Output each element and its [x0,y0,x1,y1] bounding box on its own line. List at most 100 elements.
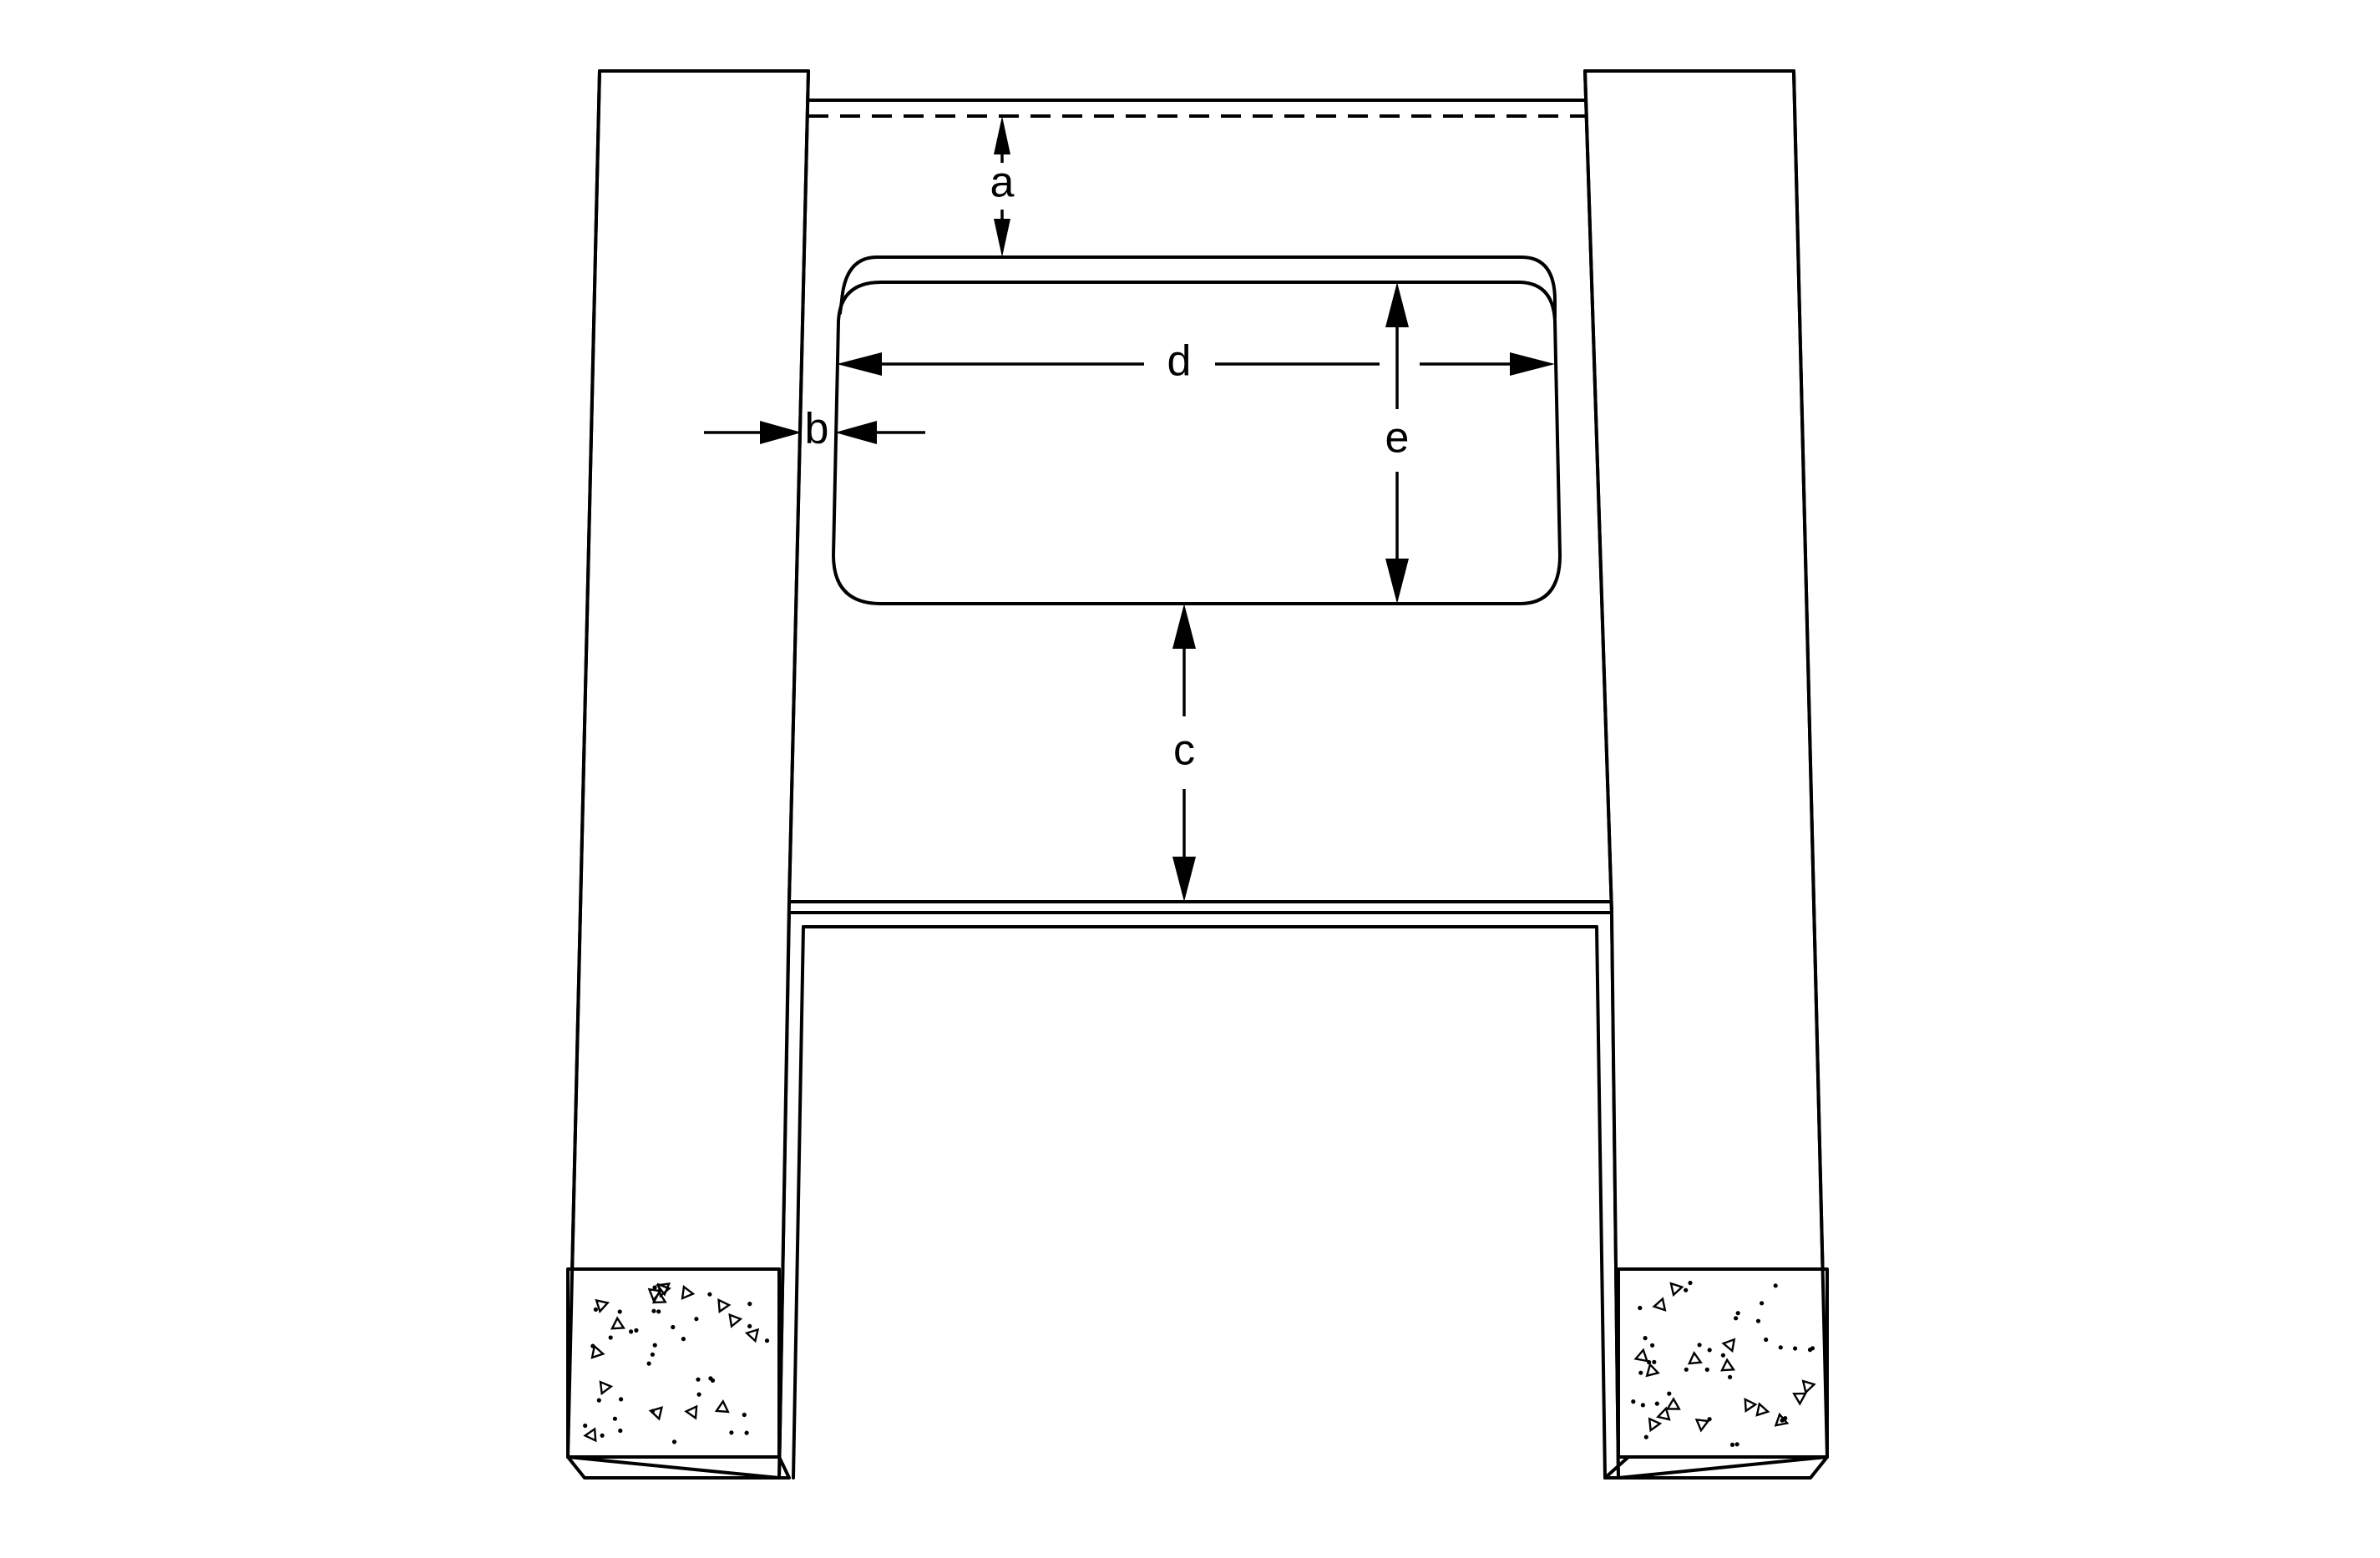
top-bar [807,99,1598,118]
arrowhead [994,219,1010,257]
concrete-aggregate [1669,1282,1684,1297]
concrete-speck [696,1377,701,1382]
concrete-speck [1810,1346,1815,1351]
concrete-speck [1728,1374,1733,1379]
concrete-aggregate [1648,1417,1663,1433]
concrete-speck [608,1335,613,1340]
concrete-aggregate [1801,1379,1816,1394]
arrowhead [1172,604,1196,649]
concrete-speck [696,1392,701,1397]
concrete-aggregate [595,1298,610,1314]
concrete-speck [742,1412,747,1418]
concrete-speck [1650,1343,1655,1348]
concrete-speck [652,1343,657,1348]
arrowhead [760,421,802,444]
concrete-speck [764,1338,770,1343]
concrete-aggregate [1720,1358,1736,1372]
concrete-aggregate [590,1344,605,1359]
concrete-speck [747,1323,752,1328]
concrete-speck [1778,1345,1783,1350]
concrete-speck [1720,1353,1725,1358]
label-a: a [990,159,1015,207]
concrete-speck [634,1328,639,1333]
concrete-speck [681,1337,686,1342]
concrete-aggregate [583,1427,597,1443]
concrete-speck [1684,1367,1689,1372]
right-base-concrete-texture [1631,1280,1816,1447]
concrete-speck [1688,1280,1693,1286]
concrete-speck [1638,1370,1643,1375]
concrete-aggregate [1633,1348,1649,1363]
concrete-aggregate [1721,1338,1736,1353]
concrete-speck [1734,1316,1739,1321]
arrowhead [1172,857,1196,902]
concrete-aggregate [656,1282,671,1297]
right-column [1583,69,1829,1480]
concrete-speck [1638,1305,1643,1311]
concrete-speck [617,1309,622,1314]
column-outlines [566,69,1829,1459]
concrete-aggregate [1665,1397,1681,1410]
concrete-aggregate [1774,1412,1790,1427]
concrete-speck [1643,1434,1648,1439]
concrete-speck [1684,1287,1689,1292]
concrete-aggregate [728,1313,743,1328]
concrete-speck [629,1329,634,1334]
concrete-aggregate [610,1316,625,1330]
concrete-speck [708,1376,713,1381]
concrete-speck [1704,1367,1709,1372]
dimension-b: b [704,405,925,453]
concrete-speck [707,1292,712,1297]
concrete-aggregate [684,1404,698,1420]
arrowhead [1510,352,1555,376]
concrete-aggregate [1744,1398,1758,1413]
concrete-speck [747,1302,752,1307]
opening [832,255,1562,605]
concrete-aggregate [1694,1418,1710,1433]
concrete-speck [1735,1311,1740,1316]
arrowhead [1385,559,1409,604]
left-base-concrete-texture [583,1282,770,1444]
concrete-aggregate [1792,1392,1808,1406]
concrete-aggregate [681,1284,696,1300]
concrete-aggregate [1652,1297,1667,1312]
label-c: c [1173,726,1195,775]
concrete-aggregate [717,1298,732,1313]
concrete-aggregate [648,1406,664,1421]
concrete-speck [1760,1301,1765,1306]
concrete-aggregate [1755,1402,1770,1417]
concrete-speck [1652,1359,1657,1364]
concrete-speck [1793,1346,1798,1351]
concrete-speck [1697,1343,1702,1348]
concrete-speck [583,1423,588,1429]
concrete-speck [1654,1401,1659,1406]
dimension-c: c [1172,604,1196,902]
label-b: b [805,405,829,453]
arrowhead [837,352,882,376]
concrete-speck [596,1398,601,1403]
concrete-speck [1643,1336,1648,1341]
concrete-speck [1640,1403,1645,1408]
concrete-speck [729,1430,734,1435]
label-e: e [1385,414,1410,463]
concrete-speck [1729,1442,1735,1447]
concrete-speck [1631,1399,1636,1404]
concrete-speck [1667,1391,1672,1396]
concrete-speck [1755,1318,1761,1323]
concrete-speck [1707,1348,1712,1353]
concrete-speck [1764,1337,1769,1343]
concrete-speck [650,1352,656,1357]
concrete-aggregate [651,1290,667,1304]
concrete-aggregate [1687,1351,1703,1365]
concrete-aggregate [1645,1362,1660,1378]
concrete-aggregate [656,1282,671,1298]
concrete-aggregate [599,1380,614,1396]
dimension-e: e [1385,282,1410,604]
arrowhead [994,116,1010,154]
concrete-speck [744,1430,749,1435]
concrete-aggregate [714,1399,730,1414]
concrete-speck [656,1309,661,1314]
dimension-a: a [975,116,1029,257]
arrowhead [835,421,877,444]
